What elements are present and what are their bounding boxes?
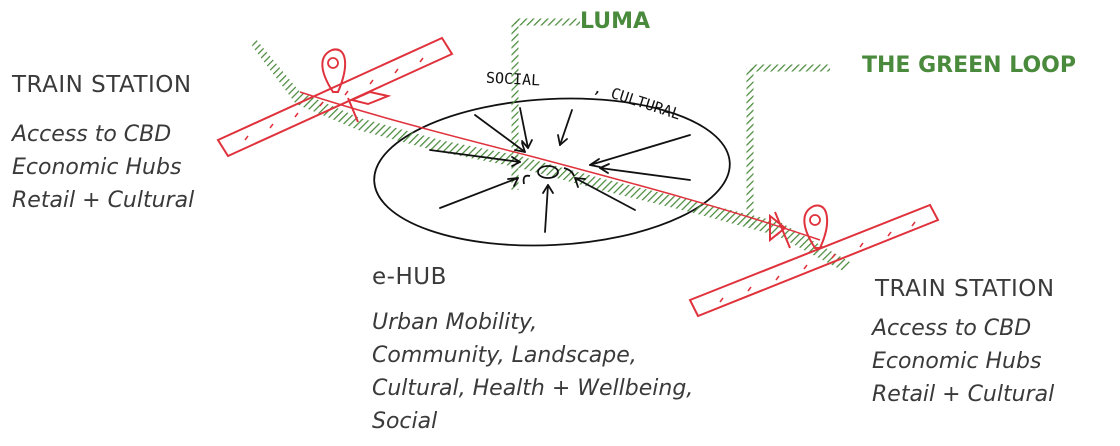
right-station-title: TRAIN STATION (875, 276, 1055, 302)
right-station-line: Retail + Cultural (872, 382, 1055, 407)
ehub-title: e-HUB (372, 264, 447, 290)
right-station-description: Access to CBD Economic Hubs Retail + Cul… (872, 312, 1054, 411)
station-flag-left (347, 90, 392, 123)
ehub-line: Cultural, Health + Wellbeing, (372, 376, 694, 401)
rail-right (688, 203, 940, 318)
station-pin-right (803, 204, 829, 249)
station-pin-left (321, 48, 347, 93)
route-line (299, 91, 821, 241)
luma-label: LUMA (580, 9, 651, 34)
green-loop-label: THE GREEN LOOP (862, 53, 1076, 78)
rail-left-ticks (244, 57, 424, 141)
ehub-line: Social (372, 409, 438, 434)
ehub-description: Urban Mobility, Community, Landscape, Cu… (372, 306, 693, 438)
right-station-line: Economic Hubs (872, 349, 1042, 374)
ehub-line: Community, Landscape, (372, 343, 637, 368)
left-station-title: TRAIN STATION (12, 72, 192, 98)
green-loop-band (252, 38, 850, 272)
hub-arrows (429, 107, 691, 233)
right-station-line: Access to CBD (872, 316, 1032, 341)
hub-center-scribble (522, 165, 575, 185)
ehub-ellipse (373, 97, 731, 247)
ehub-line: Urban Mobility, (372, 310, 538, 335)
social-annotation: SOCIAL (485, 68, 541, 90)
left-station-line: Access to CBD (12, 122, 172, 147)
left-station-line: Economic Hubs (12, 155, 182, 180)
rail-left (216, 36, 454, 158)
rail-right-ticks (719, 221, 916, 303)
left-station-line: Retail + Cultural (12, 188, 195, 213)
station-flag-right (769, 211, 791, 249)
left-station-description: Access to CBD Economic Hubs Retail + Cul… (12, 118, 194, 217)
